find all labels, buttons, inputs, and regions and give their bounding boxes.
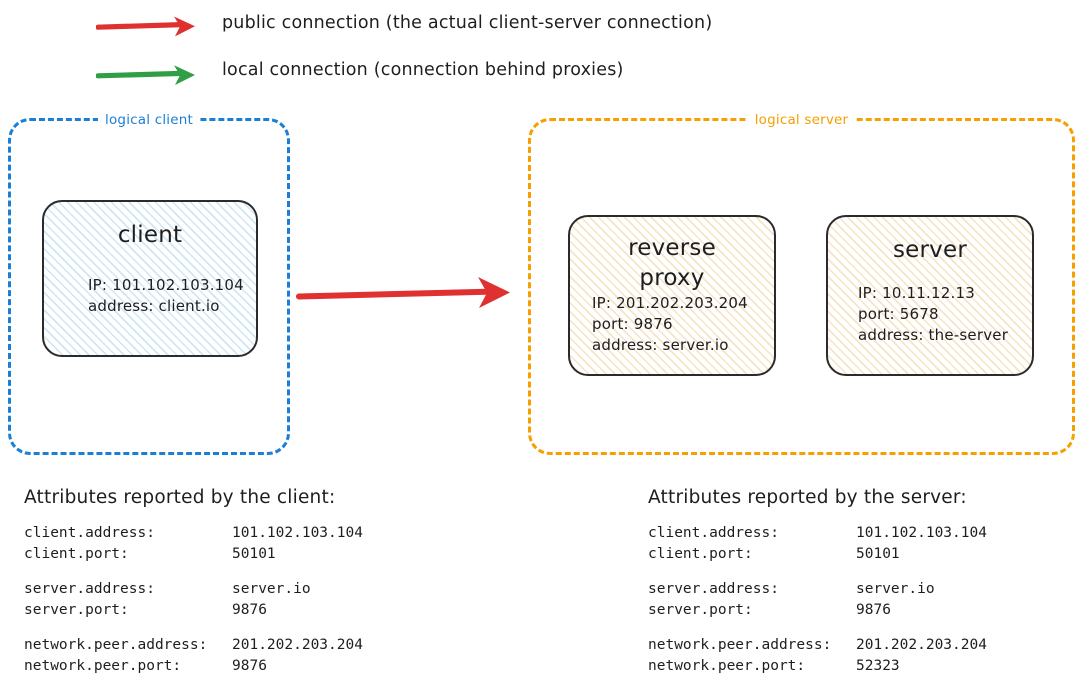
legend-label-local-connection: local connection (connection behind prox… [222,60,624,80]
node-client-line-ip: IP: 101.102.103.104 [88,276,244,294]
attribute-key: server.port: [24,602,129,618]
node-client[interactable]: client IP: 101.102.103.104 address: clie… [42,200,258,357]
node-reverse-proxy-line-ip: IP: 201.202.203.204 [592,294,748,312]
attribute-value: server.io [856,581,935,597]
attribute-row: network.peer.address: 201.202.203.204 [648,635,987,656]
attributes-client-heading: Attributes reported by the client: [24,487,336,508]
attribute-row: server.port: 9876 [648,600,987,621]
attributes-client-block: Attributes reported by the client: clien… [24,485,363,691]
legend: public connection (the actual client-ser… [0,0,1080,105]
node-reverse-proxy-line-address: address: server.io [592,336,729,354]
legend-label-public-connection: public connection (the actual client-ser… [222,13,713,33]
logical-server-container: logical server [528,109,1075,455]
attribute-row: client.address: 101.102.103.104 [24,523,363,544]
node-client-line-address: address: client.io [88,297,220,315]
attribute-row: network.peer.port: 52323 [648,656,987,677]
attribute-key: client.port: [24,546,129,562]
attribute-row: client.port: 50101 [648,544,987,565]
node-server-line-port: port: 5678 [858,305,939,323]
attribute-key: server.address: [24,581,155,597]
logical-server-label: logical server [747,109,856,131]
node-reverse-proxy-details: IP: 201.202.203.204 port: 9876 address: … [584,293,760,356]
node-server[interactable]: server IP: 10.11.12.13 port: 5678 addres… [826,215,1034,376]
attribute-row: server.address: server.io [648,579,987,600]
attribute-key: client.address: [24,525,155,541]
attribute-group: server.address: server.io server.port: 9876 [24,579,363,621]
node-reverse-proxy-line-port: port: 9876 [592,315,673,333]
attribute-row: server.port: 9876 [24,600,363,621]
public-connection-arrow [296,277,510,308]
attribute-row: network.peer.address: 201.202.203.204 [24,635,363,656]
attribute-value: 9876 [232,658,267,674]
attribute-value: 101.102.103.104 [856,525,987,541]
node-reverse-proxy[interactable]: reverse proxy IP: 201.202.203.204 port: … [568,215,776,376]
attribute-key: network.peer.port: [648,658,806,674]
attribute-key: server.address: [648,581,779,597]
attribute-row: server.address: server.io [24,579,363,600]
attribute-key: client.port: [648,546,753,562]
logical-client-container: logical client [8,109,290,455]
attribute-value: server.io [232,581,311,597]
attribute-group: server.address: server.io server.port: 9876 [648,579,987,621]
attribute-value: 50101 [232,546,276,562]
attribute-value: 201.202.203.204 [232,637,363,653]
node-server-line-ip: IP: 10.11.12.13 [858,284,975,302]
node-reverse-proxy-title: reverse proxy [628,235,716,291]
attribute-value: 9876 [232,602,267,618]
node-server-details: IP: 10.11.12.13 port: 5678 address: the-… [842,283,1018,346]
node-client-details: IP: 101.102.103.104 address: client.io [58,275,244,317]
attributes-server-groups: client.address: 101.102.103.104 client.por… [648,523,987,677]
red-arrow-right-icon [96,16,195,37]
attribute-group: client.address: 101.102.103.104 client.por… [648,523,987,565]
attributes-server-block: Attributes reported by the server: clien… [648,485,987,691]
attribute-row: network.peer.port: 9876 [24,656,363,677]
logical-client-label: logical client [98,109,200,131]
node-server-title: server [892,237,967,263]
attribute-group: client.address: 101.102.103.104 client.por… [24,523,363,565]
attributes-client-groups: client.address: 101.102.103.104 client.por… [24,523,363,677]
attribute-value: 9876 [856,602,891,618]
attribute-value: 52323 [856,658,900,674]
attribute-key: network.peer.address: [648,637,832,653]
node-client-title: client [117,222,183,248]
attribute-value: 50101 [856,546,900,562]
attribute-value: 201.202.203.204 [856,637,987,653]
attribute-row: client.port: 50101 [24,544,363,565]
attribute-key: client.address: [648,525,779,541]
attribute-row: client.address: 101.102.103.104 [648,523,987,544]
attribute-key: network.peer.address: [24,637,208,653]
attribute-key: server.port: [648,602,753,618]
node-server-line-address: address: the-server [858,326,1009,344]
attribute-value: 101.102.103.104 [232,525,363,541]
green-arrow-right-icon [96,65,195,85]
attribute-key: network.peer.port: [24,658,182,674]
attributes-server-heading: Attributes reported by the server: [648,487,967,508]
